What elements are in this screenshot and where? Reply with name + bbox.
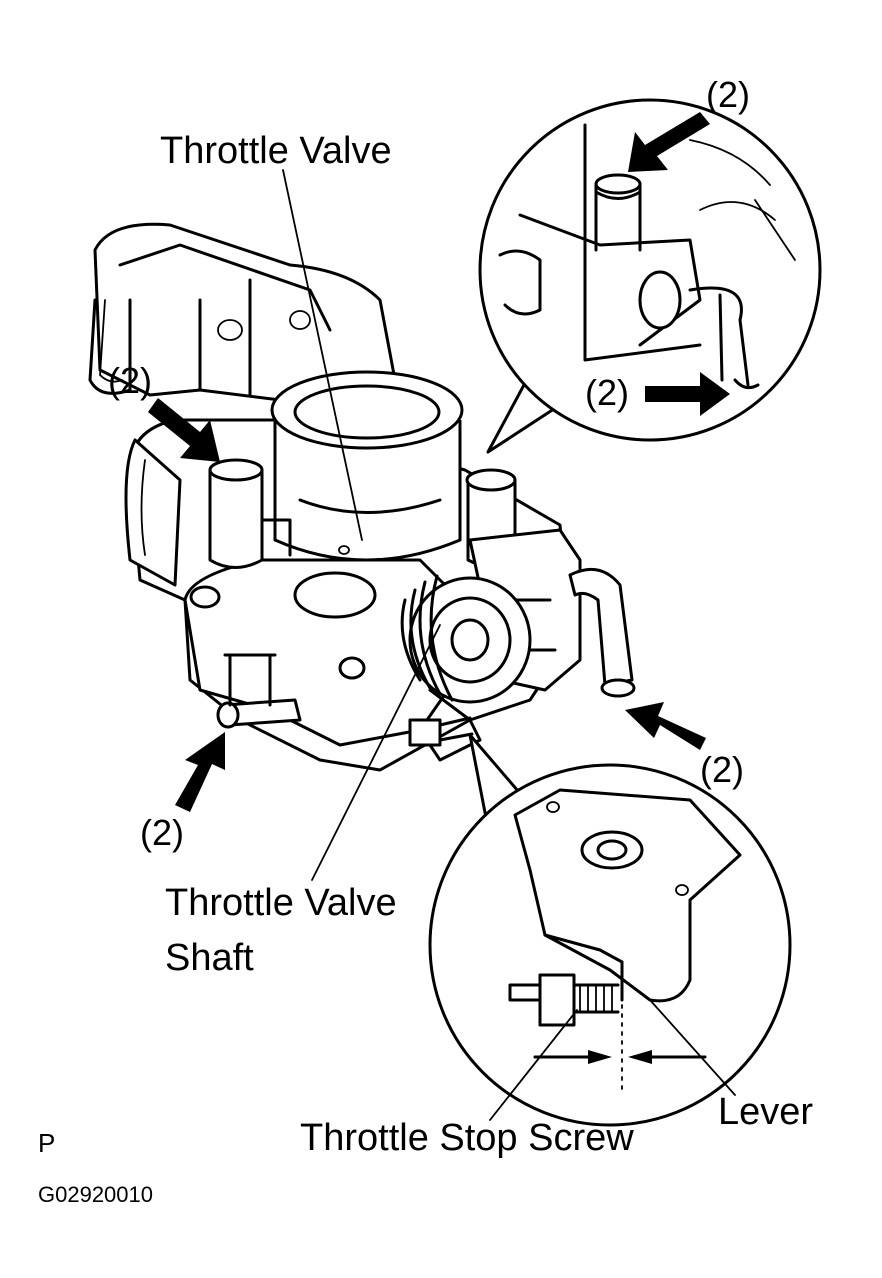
leader-lever — [649, 999, 736, 1096]
leader-throttle-valve — [282, 169, 363, 541]
leader-throttle-stop-screw — [489, 1009, 578, 1121]
throttle-body-main — [88, 222, 636, 772]
bottom-inset-detail — [428, 733, 792, 1127]
callout-top-inset-top: (2) — [706, 74, 750, 115]
leader-throttle-valve-shaft — [311, 624, 441, 881]
callout-left-lower: (2) — [140, 812, 184, 853]
arrow-left-lower — [175, 732, 225, 812]
callout-top-inset-right: (2) — [585, 372, 629, 413]
footer-marker: P — [38, 1128, 55, 1158]
callout-right-lower: (2) — [700, 749, 744, 790]
label-throttle-stop-screw: Throttle Stop Screw — [300, 1117, 634, 1159]
arrow-top-inset-down — [628, 112, 710, 172]
arrow-left-upper — [148, 398, 220, 462]
figure-code: G02920010 — [38, 1182, 153, 1207]
callout-left-upper: (2) — [108, 360, 152, 401]
arrow-top-inset-right — [645, 372, 730, 416]
arrow-right-lower — [625, 702, 706, 750]
label-throttle-valve: Throttle Valve — [160, 130, 392, 172]
label-throttle-valve-shaft-line1: Throttle Valve — [165, 882, 397, 924]
label-throttle-valve-shaft-line2: Shaft — [165, 937, 254, 979]
label-lever: Lever — [718, 1091, 813, 1133]
top-inset-detail — [478, 98, 822, 454]
